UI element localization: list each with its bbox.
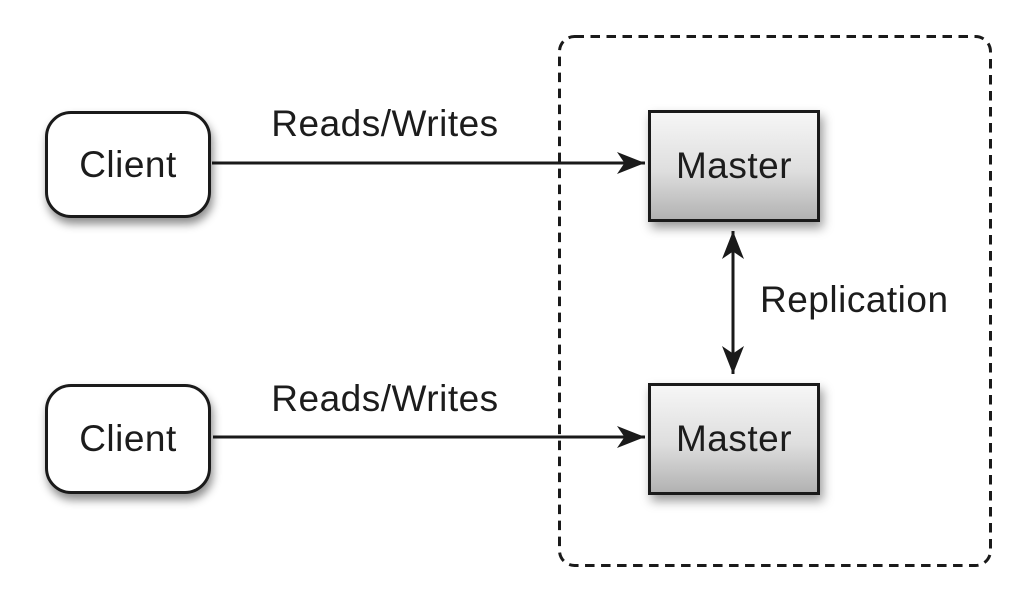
replication-group-boundary xyxy=(558,35,992,567)
replication-label: Replication xyxy=(760,279,949,320)
reads-writes-label-bottom: Reads/Writes xyxy=(271,378,499,419)
master-node-top: Master xyxy=(648,110,820,222)
client-node-bottom-label: Client xyxy=(79,418,177,459)
client-node-top: Client xyxy=(45,111,211,218)
master-node-bottom-label: Master xyxy=(675,418,793,459)
client-node-bottom: Client xyxy=(45,384,211,494)
reads-writes-label-top: Reads/Writes xyxy=(271,103,499,144)
master-node-top-label: Master xyxy=(675,145,793,186)
client-node-top-label: Client xyxy=(79,143,177,185)
master-node-bottom: Master xyxy=(648,383,820,495)
